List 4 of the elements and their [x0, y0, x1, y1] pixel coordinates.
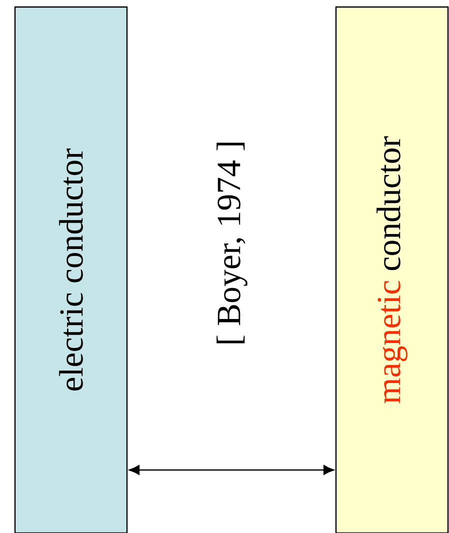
conductor-bar: electric conductor [14, 6, 128, 533]
citation-label: [ Boyer, 1974 ] [216, 142, 248, 344]
conductor-bar: magnetic conductor [335, 6, 449, 533]
double-arrow [129, 465, 334, 475]
